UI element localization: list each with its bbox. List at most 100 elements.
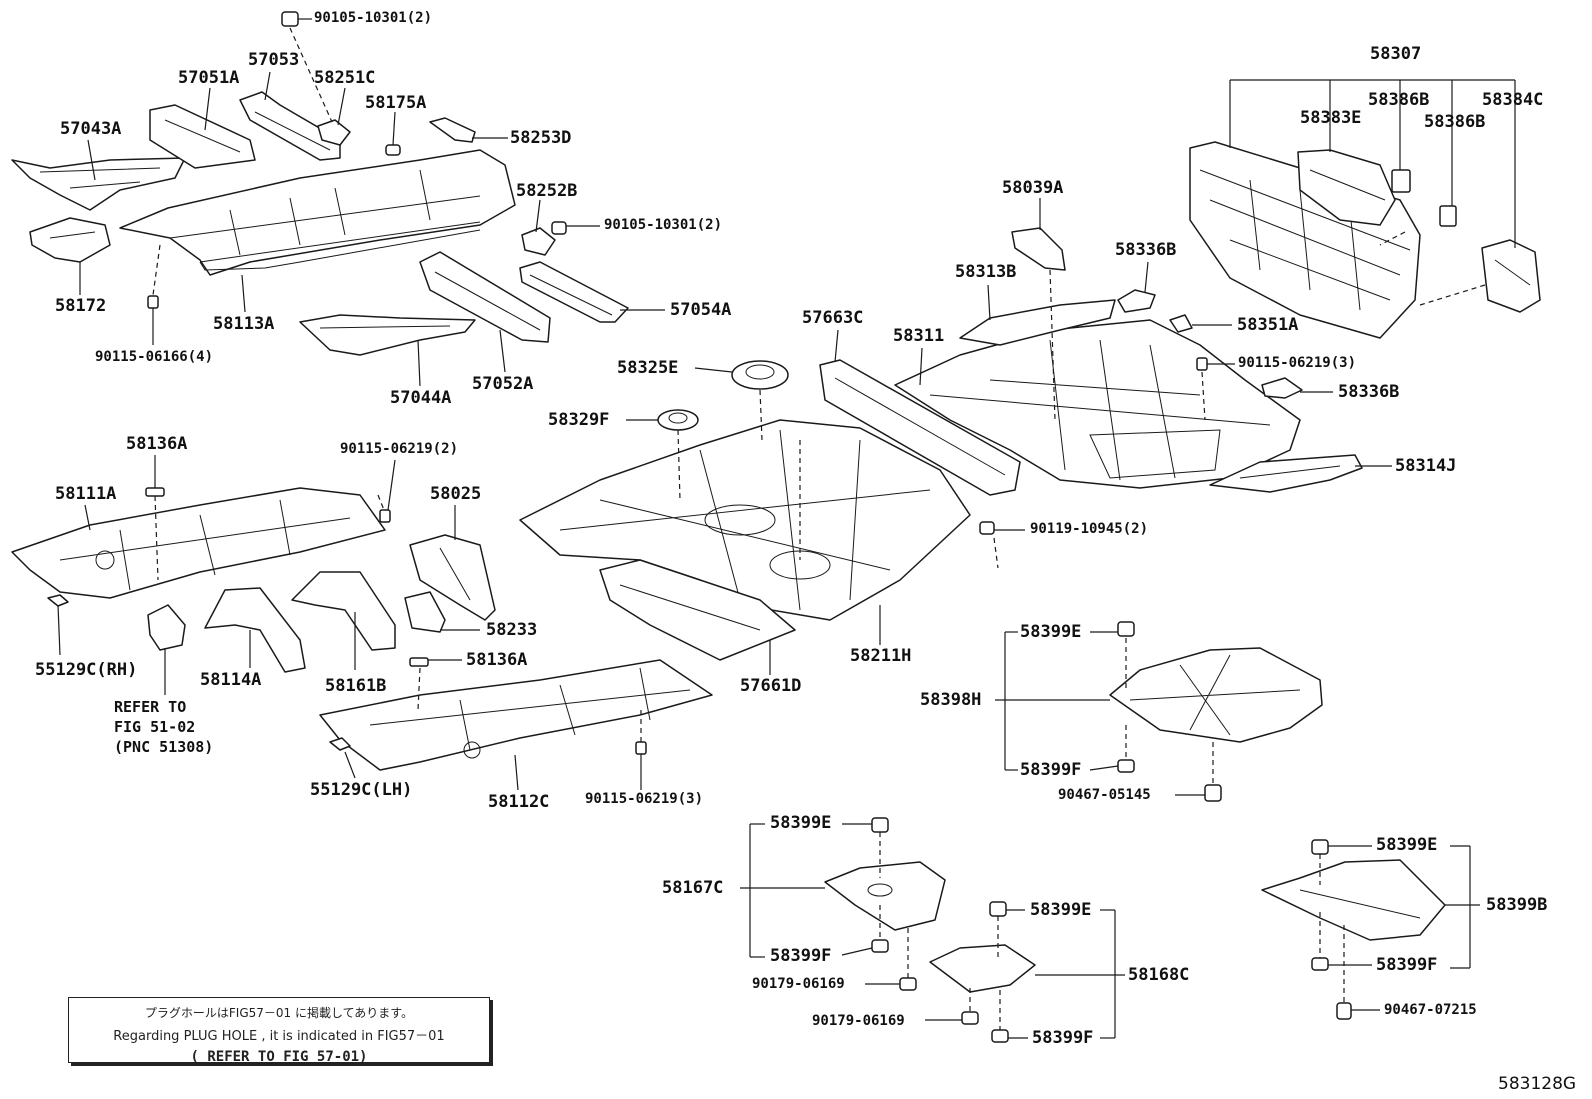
callout-58175A: 58175A xyxy=(365,93,427,113)
part-58398H-under-cover xyxy=(1109,647,1323,743)
part-58351A-clip xyxy=(1169,314,1193,333)
part-58136A-plug-1 xyxy=(145,487,165,497)
callout-57044A: 57044A xyxy=(390,388,452,408)
callout-58399E-4: 58399E xyxy=(1030,900,1092,920)
part-58336B-bracket-1 xyxy=(1117,289,1156,313)
callout-58399F-3: 58399F xyxy=(1376,955,1438,975)
callout-58399F-2: 58399F xyxy=(770,946,832,966)
callout-58168C: 58168C xyxy=(1128,965,1190,985)
figure-code: 583128G xyxy=(1498,1074,1577,1094)
callout-58253D: 58253D xyxy=(510,128,572,148)
part-57044A-panel xyxy=(299,314,476,356)
part-57663C-member xyxy=(819,359,1021,496)
callout-90467-05145: 90467-05145 xyxy=(1058,787,1151,803)
callout-58233: 58233 xyxy=(486,620,538,640)
callout-58167C: 58167C xyxy=(662,878,724,898)
part-57051A-member xyxy=(149,104,256,169)
callout-58336B-1: 58336B xyxy=(1115,240,1177,260)
part-58025-bracket xyxy=(409,534,496,621)
part-58313B-panel xyxy=(959,299,1116,346)
part-58329F-plug xyxy=(657,409,699,431)
part-58113A-floor-pan-front xyxy=(119,149,516,276)
callout-58384C: 58384C xyxy=(1482,90,1544,110)
callout-58112C: 58112C xyxy=(488,792,550,812)
part-58252B-bracket xyxy=(521,227,556,256)
callout-58211H: 58211H xyxy=(850,646,912,666)
callout-90115-06219-right: 90115-06219(3) xyxy=(1238,355,1357,371)
callout-57051A: 57051A xyxy=(178,68,240,88)
callout-57052A: 57052A xyxy=(472,374,534,394)
note-line-japanese: プラグホールはFIG57－01 に掲載してあります。 xyxy=(144,1006,414,1020)
callout-55129C-LH: 55129C(LH) xyxy=(310,780,413,800)
part-58175A-plug xyxy=(385,144,401,156)
note-line-english: Regarding PLUG HOLE , it is indicated in… xyxy=(113,1029,445,1044)
callout-58386B-2: 58386B xyxy=(1424,112,1486,132)
callout-57054A: 57054A xyxy=(670,300,732,320)
part-57052A-member xyxy=(419,251,551,343)
callout-58399B: 58399B xyxy=(1486,895,1548,915)
callout-90115-06166: 90115-06166(4) xyxy=(95,349,214,365)
callout-58399E-1: 58399E xyxy=(1020,622,1082,642)
callout-58136A-1: 58136A xyxy=(126,434,188,454)
part-55129C-RH-clip xyxy=(47,594,69,607)
callout-57053: 57053 xyxy=(248,50,300,70)
callout-58114A: 58114A xyxy=(200,670,262,690)
part-58386B-clip-1 xyxy=(1391,169,1411,193)
callout-58314J: 58314J xyxy=(1395,456,1457,476)
refer-line-3: (PNC 51308) xyxy=(114,738,214,756)
callout-57663C: 57663C xyxy=(802,308,864,328)
part-58233-bracket xyxy=(404,591,446,633)
part-57053-member xyxy=(239,91,341,161)
installation-dashed-lines xyxy=(152,27,1486,1030)
callout-90105-10301-mid: 90105-10301(2) xyxy=(604,217,723,233)
callout-58398H: 58398H xyxy=(920,690,982,710)
part-58039A-bracket xyxy=(1011,227,1066,271)
part-58314J-panel xyxy=(1209,454,1363,493)
callout-58039A: 58039A xyxy=(1002,178,1064,198)
callout-57661D: 57661D xyxy=(740,676,802,696)
callout-58325E: 58325E xyxy=(617,358,679,378)
part-58386B-clip-2 xyxy=(1439,205,1457,227)
callout-58111A: 58111A xyxy=(55,484,117,504)
leader-lines xyxy=(57,18,1516,1039)
part-58253D-bracket xyxy=(429,117,476,143)
callout-57043A: 57043A xyxy=(60,119,122,139)
callout-58025: 58025 xyxy=(430,484,482,504)
plug-hole-note-box: プラグホールはFIG57－01 に掲載してあります。 Regarding PLU… xyxy=(68,997,490,1065)
part-58111A-front-floor-left xyxy=(11,487,386,599)
callout-58329F: 58329F xyxy=(548,410,610,430)
part-57054A-member xyxy=(519,261,629,323)
callout-58136A-2: 58136A xyxy=(466,650,528,670)
callout-58399E-2: 58399E xyxy=(770,813,832,833)
part-58211H-center-floor-pan xyxy=(519,419,971,621)
callout-58336B-2: 58336B xyxy=(1338,382,1400,402)
part-58399B-cover xyxy=(1261,859,1446,941)
callout-90179-06169-1: 90179-06169 xyxy=(752,976,845,992)
part-58161B-member xyxy=(291,571,396,651)
part-58167C-cover xyxy=(824,861,946,931)
part-58112C-front-floor-right xyxy=(319,659,713,771)
callout-55129C-RH: 55129C(RH) xyxy=(35,660,138,680)
callout-90119-10945: 90119-10945(2) xyxy=(1030,521,1149,537)
refer-line-2: FIG 51-02 xyxy=(114,718,196,736)
part-58172-bracket xyxy=(29,217,111,263)
part-58336B-bracket-2 xyxy=(1261,377,1303,399)
callout-58313B: 58313B xyxy=(955,262,1017,282)
callout-58252B: 58252B xyxy=(516,181,578,201)
callout-90179-06169-2: 90179-06169 xyxy=(812,1013,905,1029)
refer-line-1: REFER TO xyxy=(114,698,187,716)
callout-58307: 58307 xyxy=(1370,44,1422,64)
callout-90467-07215: 90467-07215 xyxy=(1384,1002,1477,1018)
part-bracket-refer xyxy=(147,604,186,651)
callout-58399E-3: 58399E xyxy=(1376,835,1438,855)
callout-58113A: 58113A xyxy=(213,314,275,334)
part-57043A-panel xyxy=(11,157,186,211)
part-55129C-LH-clip xyxy=(329,737,351,751)
callout-58386B-1: 58386B xyxy=(1368,90,1430,110)
callout-58251C: 58251C xyxy=(314,68,376,88)
note-refer-link[interactable]: ( REFER TO FIG 57-01) xyxy=(190,1049,368,1065)
callout-58383E: 58383E xyxy=(1300,108,1362,128)
callout-58172: 58172 xyxy=(55,296,107,316)
